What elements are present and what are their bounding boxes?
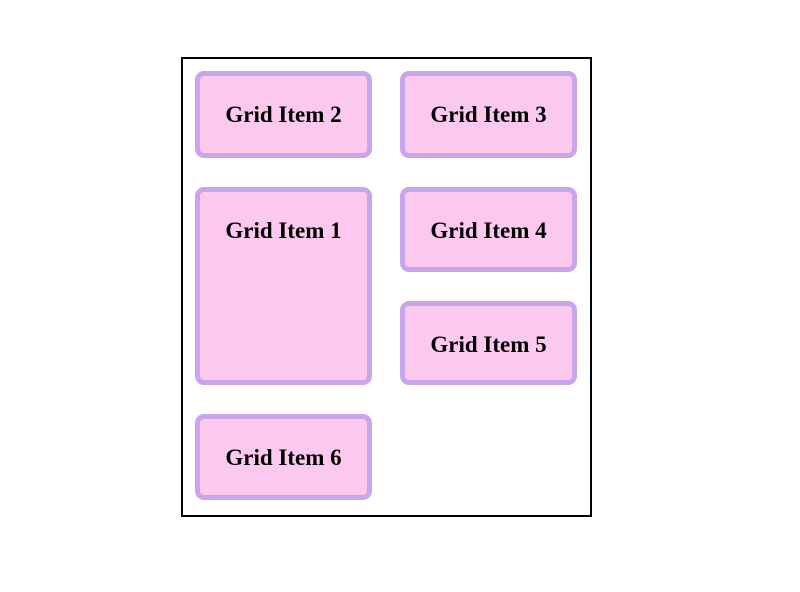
grid-container: Grid Item 1 Grid Item 2 Grid Item 3 Grid… <box>181 57 592 517</box>
grid-item-2: Grid Item 2 <box>195 71 372 158</box>
grid-item-3: Grid Item 3 <box>400 71 577 158</box>
grid-item-1: Grid Item 1 <box>195 187 372 385</box>
grid-item-4: Grid Item 4 <box>400 187 577 272</box>
grid-item-6: Grid Item 6 <box>195 414 372 500</box>
grid-item-5: Grid Item 5 <box>400 301 577 385</box>
